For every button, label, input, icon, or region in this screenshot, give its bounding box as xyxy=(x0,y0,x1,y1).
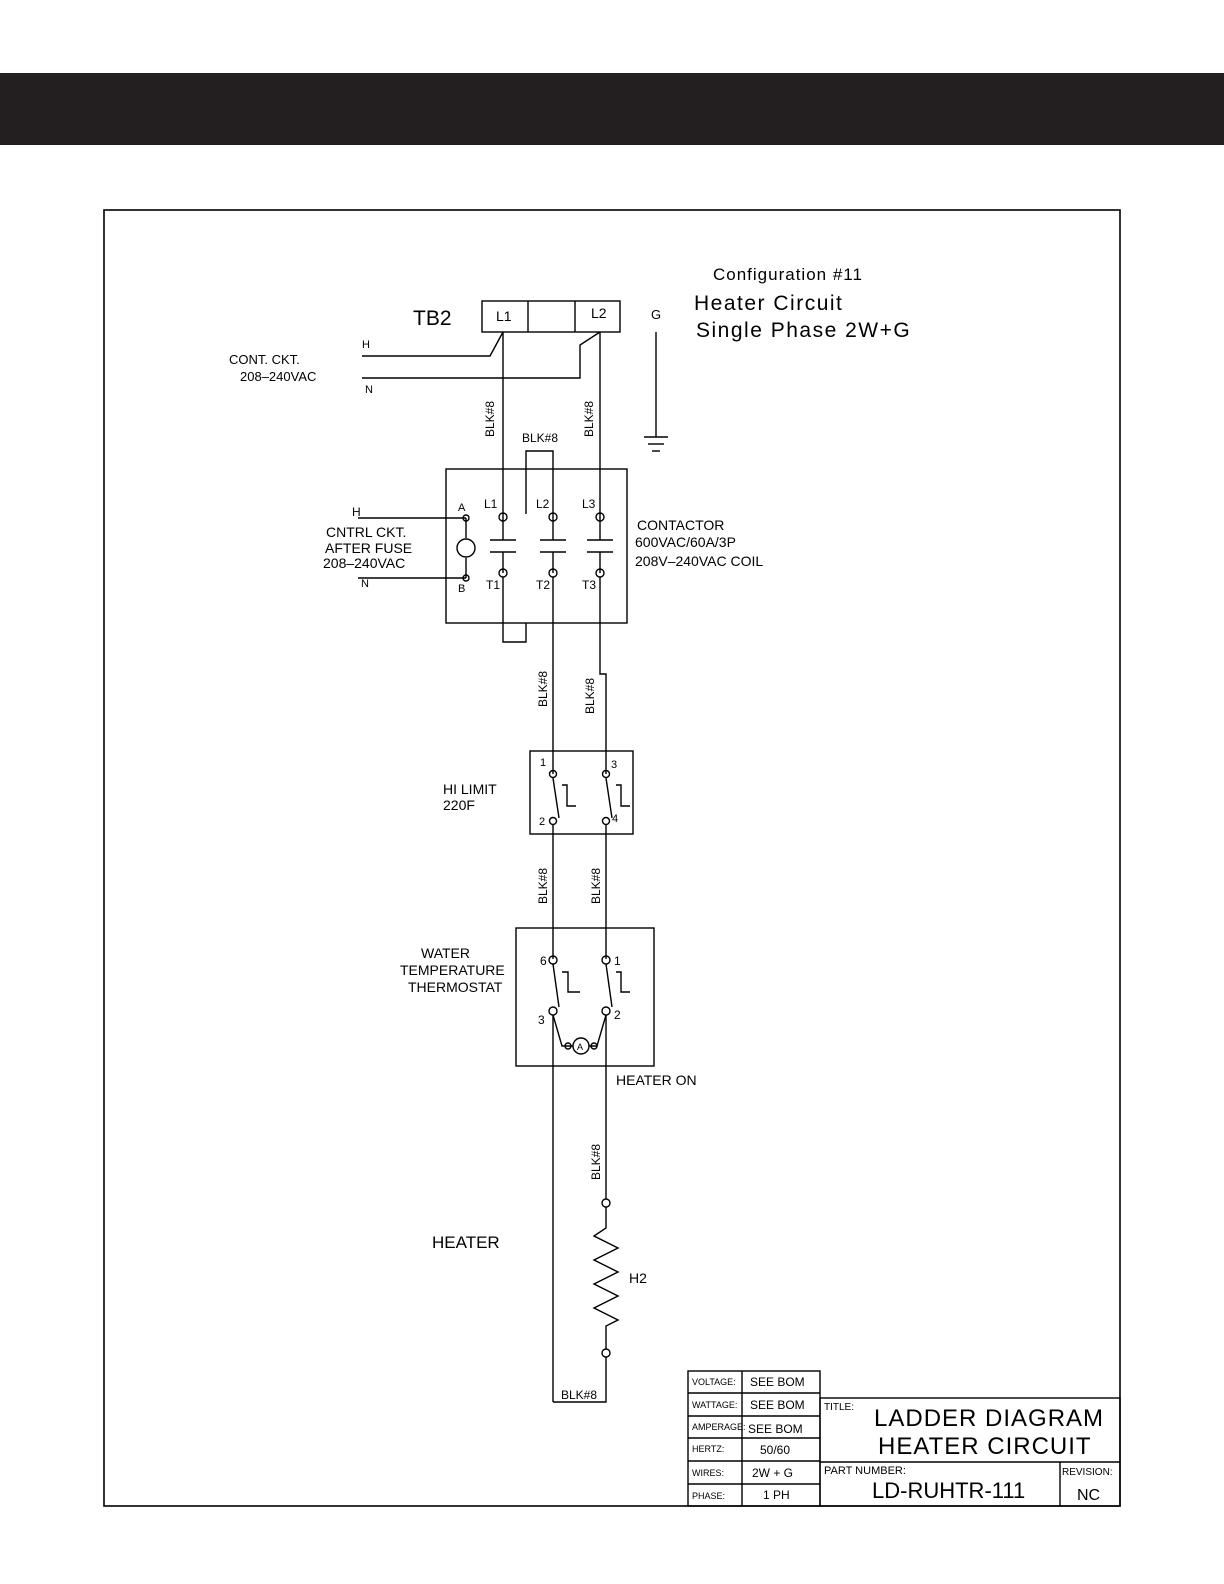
supply-neutral: N xyxy=(365,384,373,396)
title-block xyxy=(687,1370,1121,1507)
tb2-l2: L2 xyxy=(591,305,607,321)
config-circuit: Heater Circuit xyxy=(694,292,843,315)
control-hot: H xyxy=(352,505,361,519)
thermostat-switches xyxy=(548,955,630,1055)
hi-limit-t2: 2 xyxy=(539,816,545,828)
tb2-l1: L1 xyxy=(496,308,512,324)
indicator-letter: A xyxy=(577,1042,583,1052)
heater-on-label: HEATER ON xyxy=(616,1072,697,1088)
thermostat-label-3: THERMOSTAT xyxy=(408,979,503,995)
spec-key: WIRES: xyxy=(692,1468,724,1478)
control-label-3: 208–240VAC xyxy=(323,555,405,571)
revision-value: NC xyxy=(1077,1487,1100,1504)
contactor-rating: 600VAC/60A/3P xyxy=(635,534,736,550)
config-phase: Single Phase 2W+G xyxy=(696,319,911,342)
coil-b: B xyxy=(458,583,465,595)
part-number-key: PART NUMBER: xyxy=(824,1465,906,1477)
spec-key: PHASE: xyxy=(692,1491,725,1501)
contactor-l3: L3 xyxy=(582,497,596,511)
wire-label-l1: BLK#8 xyxy=(483,401,497,437)
wire-t3 xyxy=(599,577,607,774)
spec-key: HERTZ: xyxy=(692,1444,724,1454)
ground-symbol xyxy=(644,332,668,452)
supply-wires xyxy=(362,331,601,379)
contactor-t2: T2 xyxy=(536,578,550,592)
terminal-block-tb2 xyxy=(481,300,621,333)
contactor-coil xyxy=(358,514,476,582)
thermostat-t2: 2 xyxy=(614,1008,621,1022)
spec-table: VOLTAGE: SEE BOM WATTAGE: SEE BOM AMPERA… xyxy=(692,1375,805,1502)
wire-label-return: BLK#8 xyxy=(561,1388,597,1402)
contactor-poles xyxy=(490,512,613,578)
title-key: TITLE: xyxy=(824,1402,854,1413)
contactor-l2: L2 xyxy=(536,497,550,511)
drawing-title-1: LADDER DIAGRAM xyxy=(874,1405,1104,1432)
thermostat-t3: 3 xyxy=(538,1013,545,1027)
wire-label-heater: BLK#8 xyxy=(589,1144,603,1180)
spec-key: VOLTAGE: xyxy=(692,1377,736,1387)
part-number: LD-RUHTR-111 xyxy=(872,1478,1025,1503)
spec-value: 2W + G xyxy=(752,1466,793,1480)
hi-limit-box xyxy=(529,750,634,835)
contactor-t1: T1 xyxy=(486,578,500,592)
jumper-wire xyxy=(525,450,554,514)
spec-value: 50/60 xyxy=(760,1443,790,1457)
control-neutral: N xyxy=(361,578,369,590)
tb2-label: TB2 xyxy=(413,307,452,330)
supply-label-1: CONT. CKT. xyxy=(229,352,300,367)
thermostat-t1: 1 xyxy=(614,954,621,968)
header-band xyxy=(0,73,1224,145)
spec-key: AMPERAGE: xyxy=(692,1422,746,1432)
wire-label-hl-left: BLK#8 xyxy=(536,868,550,904)
ground-label: G xyxy=(651,307,661,322)
heater-element xyxy=(553,1198,620,1403)
wire-label-t2: BLK#8 xyxy=(536,671,550,707)
spec-value: SEE BOM xyxy=(750,1398,805,1412)
wire-label-jumper: BLK#8 xyxy=(522,431,558,445)
control-label-1: CNTRL CKT. xyxy=(326,524,406,540)
wire-label-hl-right: BLK#8 xyxy=(589,868,603,904)
supply-hot: H xyxy=(362,339,370,351)
revision-key: REVISION: xyxy=(1062,1467,1113,1478)
wire-label-t3: BLK#8 xyxy=(583,678,597,714)
heater-label: HEATER xyxy=(432,1233,500,1252)
thermostat-label-1: WATER xyxy=(421,945,470,961)
drawing-frame xyxy=(103,209,1121,1507)
spec-value: SEE BOM xyxy=(748,1422,803,1436)
hi-limit-t4: 4 xyxy=(612,813,618,825)
contactor-t3: T3 xyxy=(582,578,596,592)
spec-value: 1 PH xyxy=(763,1488,790,1502)
t1-loop xyxy=(502,577,527,643)
control-label-2: AFTER FUSE xyxy=(325,540,412,556)
thermostat-box xyxy=(515,927,655,1067)
hi-limit-t3: 3 xyxy=(611,759,617,771)
contactor-coil: 208V–240VAC COIL xyxy=(635,553,763,569)
contactor-l1: L1 xyxy=(484,497,498,511)
coil-a: A xyxy=(458,502,466,514)
contactor-title: CONTACTOR xyxy=(637,517,724,533)
spec-value: SEE BOM xyxy=(750,1375,805,1389)
thermostat-label-2: TEMPERATURE xyxy=(400,962,505,978)
config-title: Configuration #11 xyxy=(713,265,863,284)
hi-limit-switches xyxy=(548,769,630,826)
hi-limit-t1: 1 xyxy=(540,757,546,769)
spec-key: WATTAGE: xyxy=(692,1400,737,1410)
heater-element-label: H2 xyxy=(629,1270,647,1286)
supply-label-2: 208–240VAC xyxy=(240,369,316,384)
thermostat-t6: 6 xyxy=(540,954,547,968)
hi-limit-label-2: 220F xyxy=(443,797,475,813)
wire-label-l2: BLK#8 xyxy=(582,401,596,437)
hi-limit-label-1: HI LIMIT xyxy=(443,781,497,797)
contactor-box xyxy=(445,468,628,624)
drawing-title-2: HEATER CIRCUIT xyxy=(878,1433,1092,1460)
